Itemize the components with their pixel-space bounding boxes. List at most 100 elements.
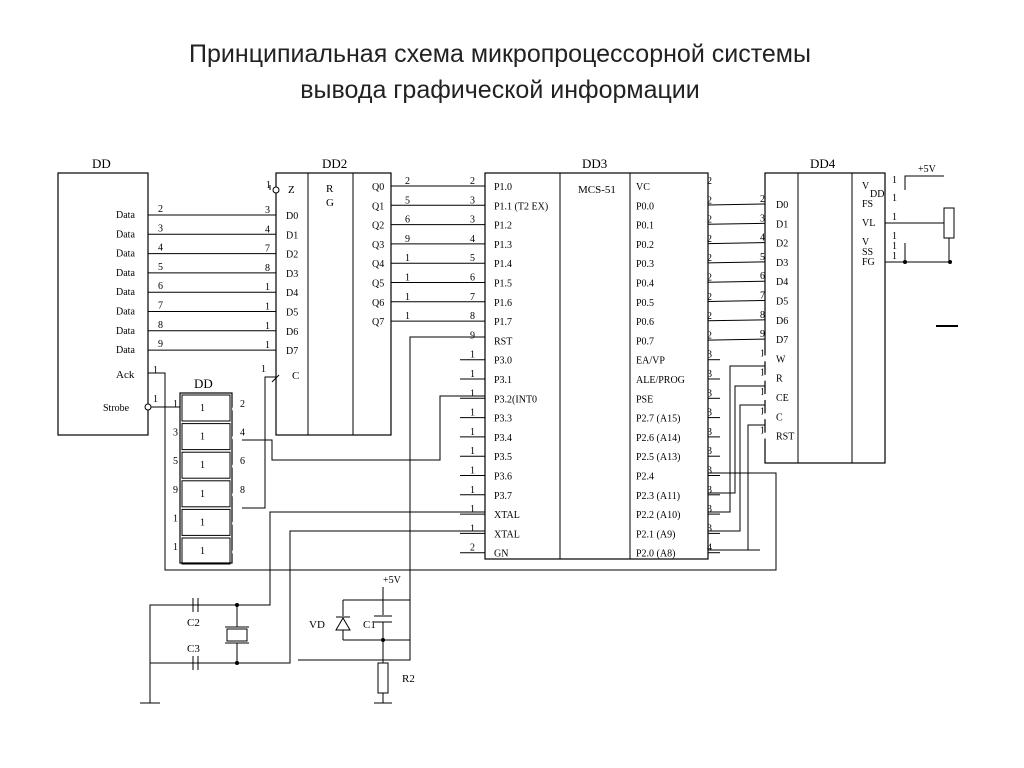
dd-inverters-block — [179, 392, 233, 564]
dd4-left-pin: 9 — [760, 329, 765, 340]
dd-left-block — [57, 172, 149, 436]
dd3-left-label: P1.6 — [494, 298, 512, 309]
p0-wire — [707, 280, 766, 283]
dd2-d-label: D5 — [286, 308, 298, 319]
inverter-in-pin: 9 — [173, 485, 178, 496]
inverter-gate — [181, 480, 231, 508]
inverter-gate — [181, 451, 231, 479]
dd3-right-pin: 2 — [707, 273, 712, 284]
vd-label: VD — [309, 619, 325, 631]
inverter-output-bubble — [232, 434, 238, 441]
inverter-in-pin: 1 — [173, 542, 178, 553]
dd-left-data-pin: 3 — [158, 223, 163, 234]
dd3-right-pin: 3 — [707, 466, 712, 477]
dd3-left-pin: 7 — [470, 292, 475, 303]
q-bus-wires — [391, 185, 485, 322]
dd3-right-pin: 2 — [707, 215, 712, 226]
dd3-left-label: P3.3 — [494, 414, 512, 425]
dd3-left-pin: 2 — [470, 176, 475, 187]
dd3-block — [484, 172, 709, 560]
dd2-out-pin: 2 — [405, 176, 410, 187]
c1-label: C1 — [363, 619, 376, 631]
dd3-left-label: P1.7 — [494, 317, 512, 328]
dd-left-data-pin: 8 — [158, 320, 163, 331]
dd3-right-pin: 3 — [707, 350, 712, 361]
dd4-input-bubble — [762, 432, 768, 439]
dd3-left-label: P1.4 — [494, 259, 512, 270]
dd2-c-label: C — [292, 370, 299, 382]
dd3-right-pins: VC2P0.02P0.12P0.22P0.32P0.42P0.52P0.62P0… — [636, 176, 720, 560]
c2-label: C2 — [187, 617, 200, 629]
dd3-right-pin: 2 — [707, 176, 712, 187]
inverter-gate-label: 1 — [200, 489, 205, 500]
dd2-d-label: D6 — [286, 327, 298, 338]
p0-wire — [707, 319, 766, 322]
dd-left-data-pin: 2 — [158, 204, 163, 215]
dd3-left-label: XTAL — [494, 510, 520, 521]
inverter-out-pin: 2 — [240, 399, 245, 410]
inverter-in-pin: 5 — [173, 456, 178, 467]
dd-left-strobe-bubble — [144, 403, 152, 411]
inverter-in-pin: 3 — [173, 428, 178, 439]
dd3-right-pin: 3 — [707, 523, 712, 534]
dd2-q-label: Q7 — [372, 317, 384, 328]
dd4-left-pin: 2 — [760, 194, 765, 205]
dd4-input-bubble — [762, 374, 768, 381]
dd3-left-label: P3.2(INT0 — [494, 394, 537, 405]
dd3-right-label: P0.6 — [636, 317, 654, 328]
potentiometer — [943, 207, 955, 239]
dd-left-data-pin: 6 — [158, 281, 163, 292]
dd4-left-label: D1 — [776, 219, 788, 230]
c3-label: C3 — [187, 643, 200, 655]
dd-left-data-label: Data — [116, 268, 135, 279]
dd3-left-label: P3.4 — [494, 433, 512, 444]
inverter-out-pin: 4 — [240, 428, 245, 439]
dd3-left-label: P3.0 — [494, 356, 512, 367]
r2-label: R2 — [402, 673, 415, 685]
inverter-gate-label: 1 — [200, 517, 205, 528]
crystal — [226, 628, 248, 642]
inverter-output-bubble — [232, 463, 238, 470]
dd3-left-pin: 5 — [470, 253, 475, 264]
dd-left-name: DD — [92, 156, 111, 171]
inverter-out-pin: 8 — [240, 485, 245, 496]
dd3-right-label: P2.2 (A10) — [636, 510, 680, 521]
dd3-right-label: P0.1 — [636, 221, 654, 232]
inverter-output-bubble — [232, 491, 238, 498]
dd3-right-pin: 2 — [707, 234, 712, 245]
dd4-left-pin: 3 — [760, 213, 765, 224]
dd3-right-label: P0.5 — [636, 298, 654, 309]
dd3-left-pin: 4 — [470, 234, 475, 245]
inverter-gate-label: 1 — [200, 403, 205, 414]
dd3-left-pin: 6 — [470, 273, 475, 284]
dd3-right-label: ALE/PROG — [636, 375, 685, 386]
dd2-rg-label-r: R — [326, 183, 334, 195]
dd4-left-pin: 6 — [760, 271, 765, 282]
inverter-output-bubble — [232, 549, 238, 555]
dd2-in-pin: 1 — [265, 321, 270, 332]
dd4-left-pin: 1 — [760, 426, 765, 437]
dd2-q-label: Q1 — [372, 201, 384, 212]
dd2-out-pin: 1 — [405, 292, 410, 303]
data-bus-wires — [148, 214, 276, 351]
dd2-q-label: Q6 — [372, 298, 384, 309]
inverter-in-pin: 1 — [173, 513, 178, 524]
dd3-right-label: PSE — [636, 394, 653, 405]
dd3-right-pin: 2 — [707, 292, 712, 303]
dd3-left-pin: 3 — [470, 215, 475, 226]
dd3-right-label: P0.0 — [636, 201, 654, 212]
dd2-out-pin: 5 — [405, 195, 410, 206]
dd3-left-label: GN — [494, 549, 508, 560]
dd4-left-label: D4 — [776, 277, 788, 288]
dd3-left-pin: 2 — [470, 543, 475, 554]
dd4-left-pin: 4 — [760, 233, 765, 244]
dd4-left-label: D7 — [776, 335, 788, 346]
dd3-right-pin: 3 — [707, 388, 712, 399]
dd-left-data-label: Data — [116, 210, 135, 221]
dd-left-data-label: Data — [116, 307, 135, 318]
dd3-left-label: P3.7 — [494, 491, 512, 502]
inverter-gate-label: 1 — [200, 460, 205, 471]
